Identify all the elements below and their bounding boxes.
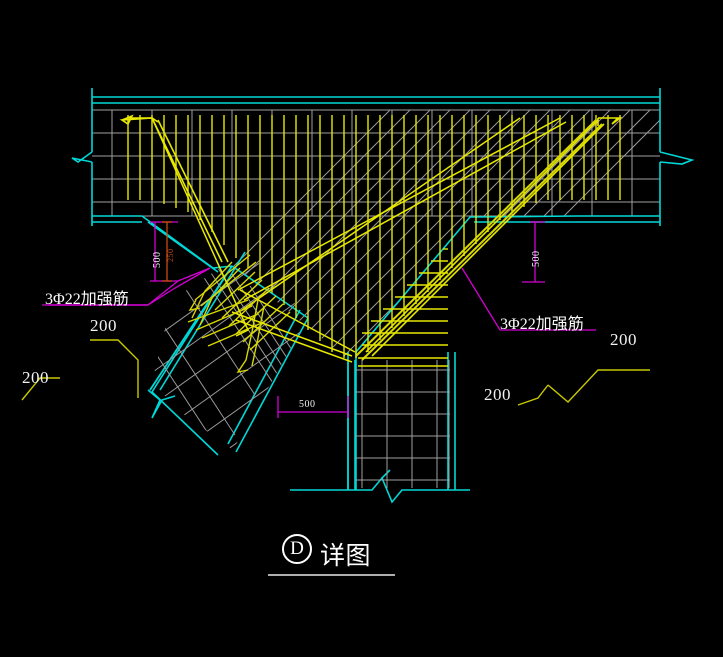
beam-outline bbox=[91, 88, 661, 226]
leader-rebar-right bbox=[461, 267, 596, 331]
break-symbol-right bbox=[659, 151, 695, 165]
leader-label-200-right-inner: 200 bbox=[484, 385, 511, 404]
dimension-right-vertical bbox=[522, 221, 545, 283]
rebar-stirrups-beam bbox=[127, 115, 621, 358]
break-symbol-left bbox=[71, 151, 93, 163]
dimension-text-bottom-500: 500 bbox=[299, 399, 316, 410]
detail-bubble: D bbox=[282, 534, 312, 564]
dimension-text-right-500: 500 bbox=[531, 250, 542, 268]
rebar-diagonal-main bbox=[237, 117, 567, 311]
dimension-bottom-horizontal bbox=[277, 396, 349, 418]
leader-label-200-right-outer: 200 bbox=[610, 330, 637, 349]
leader-200-left-outer bbox=[21, 377, 60, 401]
drawing-title: 详图 bbox=[320, 543, 372, 570]
dimension-text-left-500: 500 bbox=[152, 251, 163, 269]
break-symbol-slab bbox=[147, 389, 176, 419]
rebar-hook-right bbox=[365, 117, 623, 357]
leader-label-200-left-inner: 200 bbox=[90, 316, 117, 335]
leader-200-left-inner bbox=[90, 339, 139, 398]
leader-200-right-inner bbox=[517, 384, 549, 406]
leader-rebar-left bbox=[42, 267, 211, 306]
rebar-label-left: 3Φ22加强筋 bbox=[45, 291, 129, 308]
leader-200-right-outer bbox=[547, 369, 650, 403]
rebar-apex-crossing bbox=[151, 117, 356, 363]
dimension-text-left-inner-250: 250 bbox=[166, 248, 175, 263]
hatch-column bbox=[355, 360, 450, 488]
rebar-label-right: 3Φ22加强筋 bbox=[500, 316, 584, 333]
rebar-ladder-right bbox=[362, 248, 448, 346]
rebar-column-top bbox=[358, 357, 448, 367]
hatch-sloped-slab bbox=[150, 250, 308, 450]
dimension-left-vertical-inner bbox=[162, 221, 172, 282]
column-outline bbox=[347, 352, 456, 490]
break-symbol-column bbox=[290, 469, 470, 504]
detail-bubble-letter: D bbox=[290, 538, 304, 559]
leader-label-200-left-outer: 200 bbox=[22, 368, 49, 387]
